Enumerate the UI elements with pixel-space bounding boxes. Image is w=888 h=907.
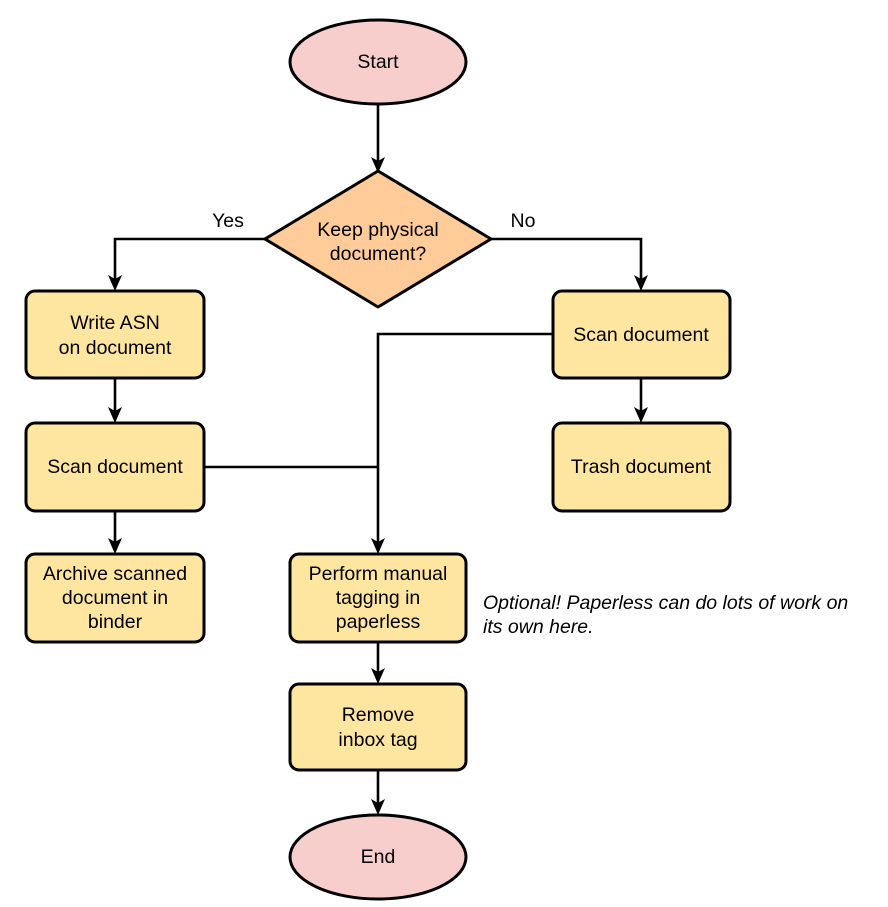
manual-tagging-rect-shape [288,552,468,644]
node-end-label: End [361,846,396,868]
edge-remove-tag-to-end [371,770,385,815]
node-write-asn-label-line-2: on document [59,337,172,359]
edge-decision-to-scan-right [490,237,648,291]
node-scan-document-left[interactable]: Scan document [24,421,206,513]
edge-start-to-decision [371,104,385,173]
edges-layer [108,104,648,815]
node-write-asn[interactable]: Write ASN on document [24,289,206,380]
scan-document-right-rect-shape [551,289,732,380]
edge-scan-right-to-trash [634,378,648,423]
node-start-label: Start [357,51,399,73]
node-archive-binder-label-line-3: binder [88,611,143,633]
edge-decision-to-write-asn [108,237,265,291]
edge-label-no: No [511,210,536,232]
node-scan-document-right[interactable]: Scan document [551,289,732,380]
arrow-head-icon [371,538,385,554]
write-asn-rect-shape [24,289,206,380]
arrow-head-icon [634,407,648,423]
node-scan-document-left-label: Scan document [47,456,183,478]
node-archive-binder-label-line-2: document in [62,587,168,609]
node-write-asn-label-line-1: Write ASN [70,312,160,334]
edge-line [113,237,265,281]
node-start[interactable]: Start [288,18,468,106]
node-decision-label-line-2: document? [330,243,427,265]
arrow-head-icon [108,538,122,554]
annotation-optional-note-line-1: Optional! Paperless can do lots of work … [483,592,848,614]
start-ellipse-shape [288,18,468,106]
node-end[interactable]: End [288,813,468,901]
edge-line [376,332,553,544]
annotations-layer: Optional! Paperless can do lots of work … [483,592,848,638]
node-trash-document-label: Trash document [571,456,712,478]
arrow-head-icon [371,799,385,815]
edge-write-asn-to-scan-left [108,378,122,423]
decision-diamond-shape [263,169,493,309]
node-remove-inbox-tag-label-line-1: Remove [342,704,415,726]
trash-document-rect-shape [551,421,732,513]
node-manual-tagging[interactable]: Perform manual tagging in paperless [288,552,468,644]
edge-scan-right-to-tagging [371,332,553,554]
end-ellipse-shape [288,813,468,901]
edge-labels-layer: Yes No [212,210,536,232]
node-manual-tagging-label-line-1: Perform manual [309,563,448,585]
edge-scan-left-to-archive [108,511,122,554]
nodes-layer: Start Keep physical document? Write ASN … [24,18,732,901]
node-remove-inbox-tag[interactable]: Remove inbox tag [288,682,468,772]
arrow-head-icon [371,668,385,684]
node-scan-document-right-label: Scan document [573,324,709,346]
arrow-head-icon [108,275,122,291]
arrow-head-icon [634,275,648,291]
node-archive-binder-label-line-1: Archive scanned [43,563,187,585]
node-manual-tagging-label-line-2: tagging in [336,587,421,609]
node-remove-inbox-tag-label-line-2: inbox tag [338,729,417,751]
arrow-head-icon [371,157,385,173]
node-archive-binder[interactable]: Archive scanned document in binder [24,552,206,644]
node-decision-keep-physical[interactable]: Keep physical document? [263,169,493,309]
edge-label-yes: Yes [212,210,244,232]
annotation-optional-note-line-2: its own here. [483,616,594,638]
node-trash-document[interactable]: Trash document [551,421,732,513]
archive-binder-rect-shape [24,552,206,644]
edge-line [490,237,643,281]
edge-tagging-to-remove-tag [371,642,385,684]
scan-document-left-rect-shape [24,421,206,513]
node-decision-label-line-1: Keep physical [317,219,438,241]
remove-inbox-tag-rect-shape [288,682,468,772]
arrow-head-icon [108,407,122,423]
node-manual-tagging-label-line-3: paperless [336,611,421,633]
